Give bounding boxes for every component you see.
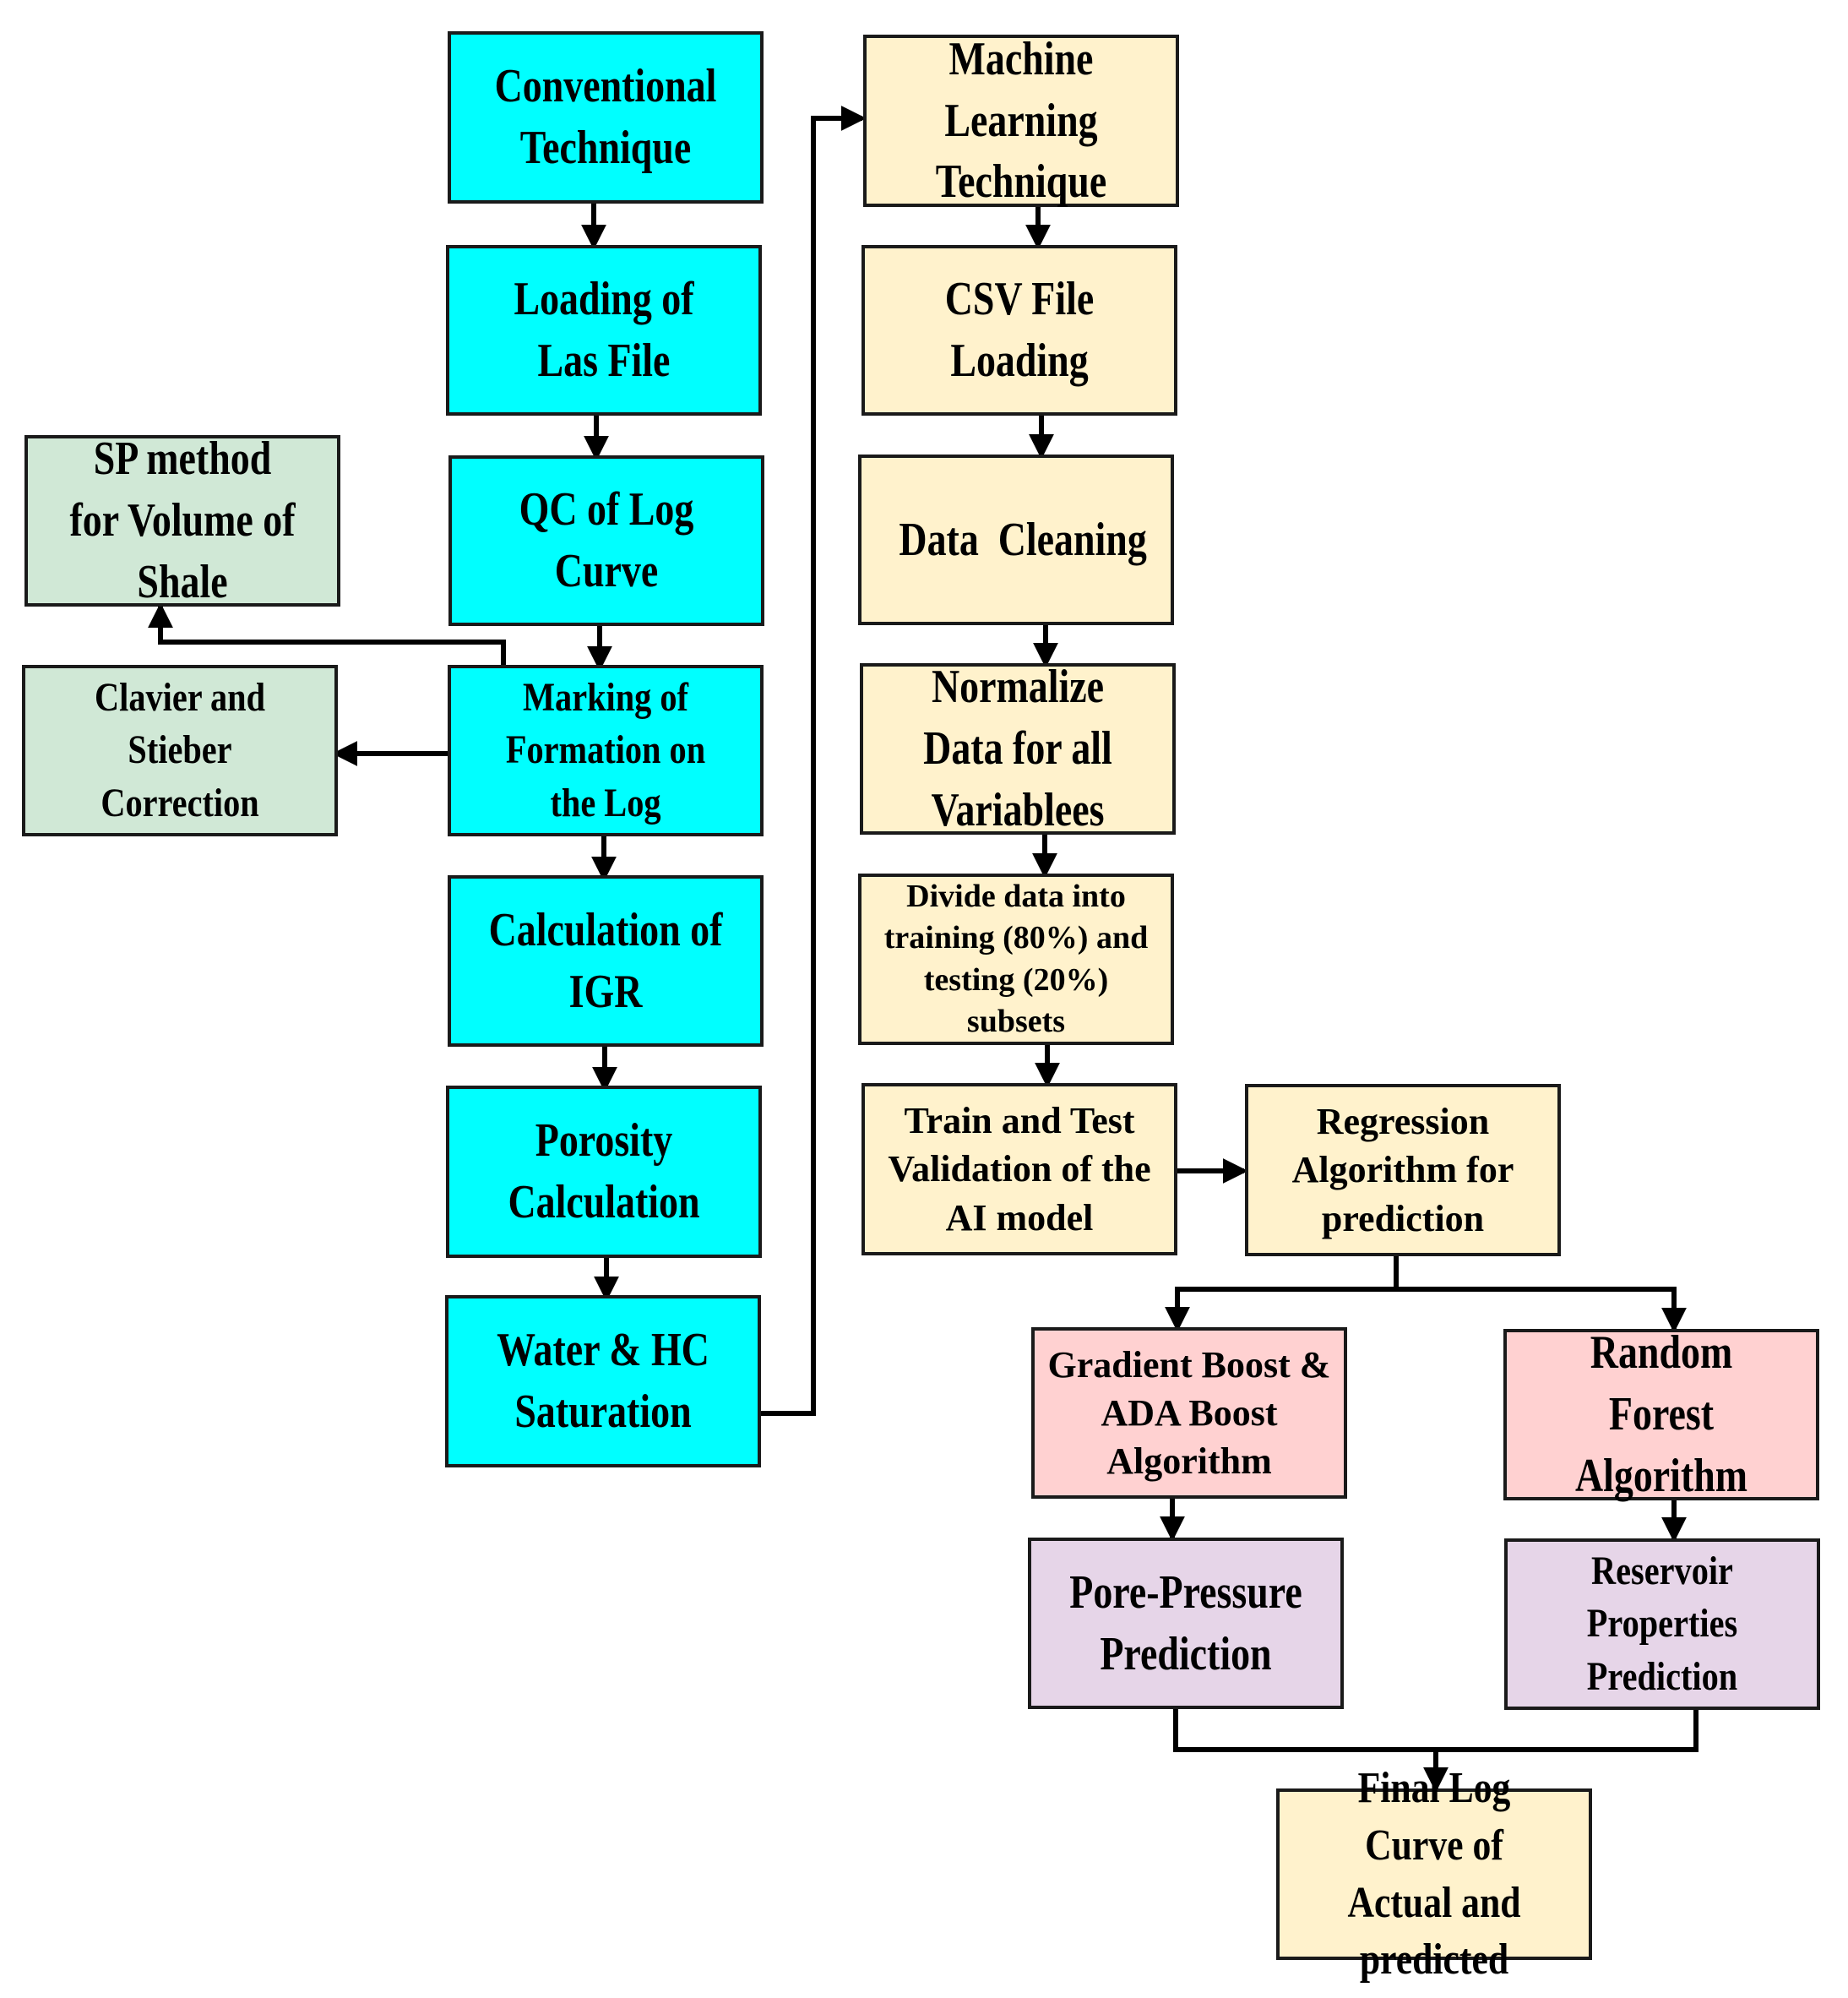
node-regression-algorithm-label: Regression Algorithm for prediction	[1291, 1101, 1514, 1239]
node-water-hc-saturation-label: Water & HC Saturation	[497, 1324, 709, 1438]
node-final-log-curve-label: Final Log Curve of Actual and predicted	[1347, 1764, 1521, 1984]
node-clavier-stieber: Clavier and Stieber Correction	[22, 665, 338, 836]
node-qc-log-curve-label: QC of Log Curve	[519, 483, 694, 597]
node-normalize-data: Normalize Data for all Variablees	[860, 661, 1176, 836]
node-reservoir-properties: Reservoir Properties Prediction	[1504, 1538, 1820, 1710]
node-marking-formation: Marking of Formation on the Log	[448, 665, 764, 836]
node-ml-technique: Machine Learning Technique	[863, 33, 1179, 208]
arrow-regression-to-random-forest	[1396, 1287, 1687, 1333]
node-final-log-curve: Final Log Curve of Actual and predicted	[1276, 1764, 1592, 1984]
node-porosity-calculation-label: Porosity Calculation	[508, 1114, 700, 1228]
node-conventional-technique-label: Conventional Technique	[494, 60, 717, 174]
node-data-cleaning: Data Cleaning	[858, 455, 1174, 625]
node-random-forest: Random Forest Algorithm	[1503, 1326, 1819, 1502]
node-reservoir-properties-label: Reservoir Properties Prediction	[1586, 1548, 1738, 1699]
node-sp-method: SP method for Volume of Shale	[24, 433, 340, 608]
node-loading-las-file-label: Loading of Las File	[514, 273, 694, 387]
node-sp-method-label: SP method for Volume of Shale	[69, 433, 296, 608]
node-clavier-stieber-label: Clavier and Stieber Correction	[95, 674, 265, 825]
node-regression-algorithm: Regression Algorithm for prediction	[1245, 1084, 1561, 1256]
node-gradient-ada-boost: Gradient Boost & ADA Boost Algorithm	[1031, 1327, 1347, 1499]
node-divide-data-label: Divide data into training (80%) and test…	[883, 878, 1149, 1039]
node-marking-formation-label: Marking of Formation on the Log	[505, 674, 706, 825]
node-qc-log-curve: QC of Log Curve	[448, 455, 764, 626]
node-pore-pressure-label: Pore-Pressure Prediction	[1069, 1565, 1302, 1680]
node-calculation-igr-label: Calculation of IGR	[488, 903, 723, 1018]
arrow-water-to-ml	[760, 106, 867, 1416]
node-random-forest-label: Random Forest Algorithm	[1574, 1326, 1748, 1502]
node-water-hc-saturation: Water & HC Saturation	[445, 1295, 761, 1467]
arrow-predictions-to-final	[1173, 1709, 1699, 1788]
node-csv-loading: CSV File Loading	[861, 245, 1177, 416]
node-loading-las-file: Loading of Las File	[446, 245, 762, 416]
node-train-test: Train and Test Validation of the AI mode…	[861, 1083, 1177, 1255]
node-pore-pressure: Pore-Pressure Prediction	[1028, 1538, 1344, 1709]
node-gradient-ada-boost-label: Gradient Boost & ADA Boost Algorithm	[1047, 1343, 1331, 1483]
node-divide-data: Divide data into training (80%) and test…	[858, 874, 1174, 1045]
node-porosity-calculation: Porosity Calculation	[446, 1086, 762, 1258]
node-train-test-label: Train and Test Validation of the AI mode…	[888, 1100, 1151, 1239]
node-ml-technique-label: Machine Learning Technique	[935, 32, 1107, 209]
arrow-marking-to-sp-method	[148, 602, 506, 665]
node-data-cleaning-label: Data Cleaning	[899, 513, 1147, 566]
node-csv-loading-label: CSV File Loading	[944, 273, 1095, 387]
node-calculation-igr: Calculation of IGR	[448, 875, 764, 1047]
node-conventional-technique: Conventional Technique	[448, 31, 764, 204]
node-normalize-data-label: Normalize Data for all Variablees	[923, 661, 1112, 836]
arrow-regression-to-gradient	[1165, 1256, 1399, 1332]
